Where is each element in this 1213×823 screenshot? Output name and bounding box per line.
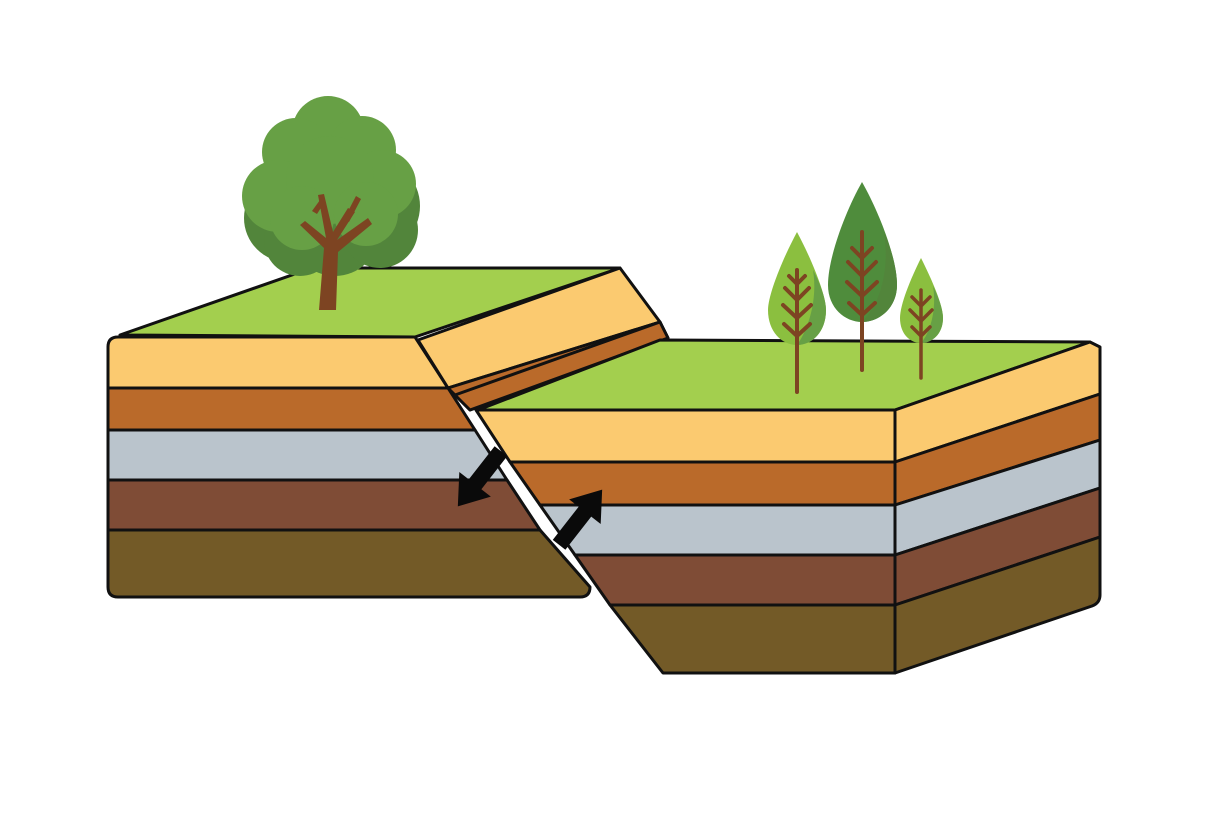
left-layer-orange-clay [106, 386, 477, 432]
left-layer-sand [106, 335, 450, 390]
scarp-face-edge [453, 320, 670, 412]
conifer-small [768, 232, 826, 394]
right-layer-red-brown [573, 553, 897, 607]
left-layer-gray-rock [106, 428, 509, 482]
deciduous-tree [242, 96, 420, 310]
left-layer-olive-soil [106, 528, 592, 599]
right-block [474, 338, 1102, 675]
left-block [106, 266, 670, 599]
up-left-arrow-icon [457, 446, 508, 507]
right-side-olive-soil [893, 535, 1102, 675]
right-layer-orange-clay [508, 460, 897, 507]
right-layer-sand [474, 408, 897, 464]
conifer-tall [828, 182, 897, 372]
down-right-arrow-icon [552, 489, 603, 550]
right-layer-olive-soil [608, 603, 897, 675]
right-side-sand [893, 340, 1102, 464]
conifer-small [900, 258, 943, 380]
